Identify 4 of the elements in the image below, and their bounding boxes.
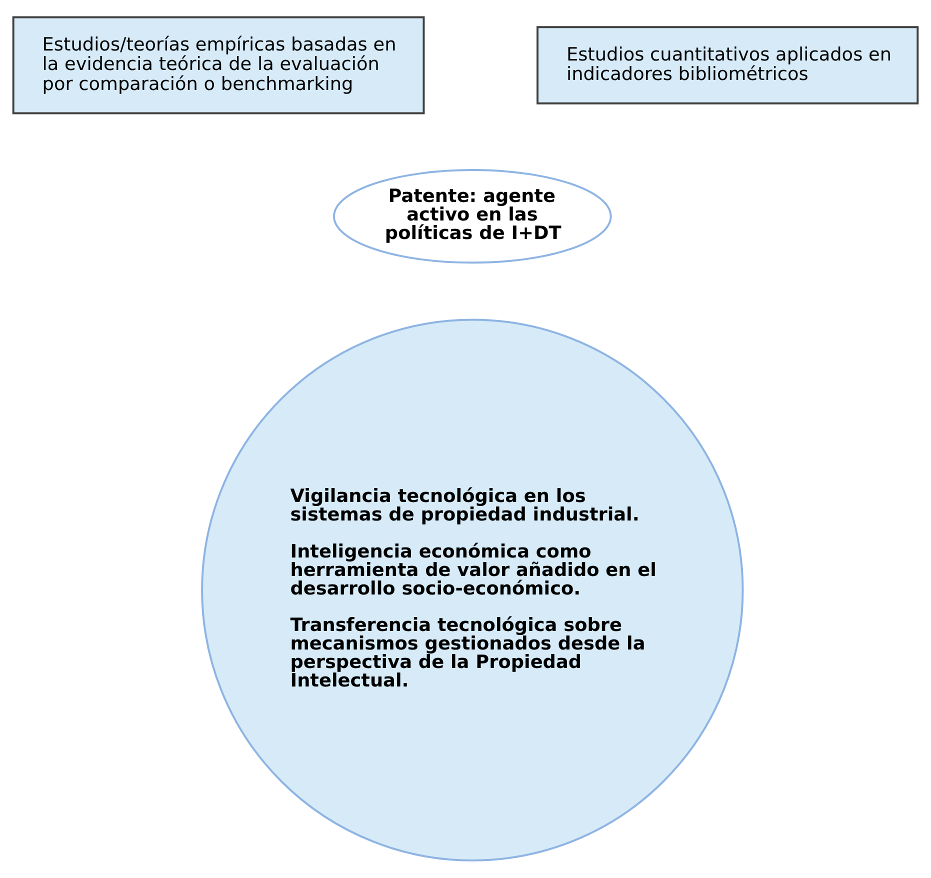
node-box: Estudios/teorías empíricas basadas en la evidencia teórica de la evaluación por comparación o benchmarking (12, 16, 425, 114)
node-box: Estudios cuantitativos aplicados en indicadores bibliométricos (536, 26, 919, 104)
node-ellipse: Patente: agente activo en las políticas de I+DT (333, 169, 612, 264)
node-circle: Vigilancia tecnológica en los sistemas de propiedad industrial. Inteligencia económica como herramienta de valor añadido en el desarrollo socio-económico. Transferencia tecnológica sobre mecanismos gestionados desde la perspectiva de la Propiedad Intelectual. (201, 318, 744, 862)
